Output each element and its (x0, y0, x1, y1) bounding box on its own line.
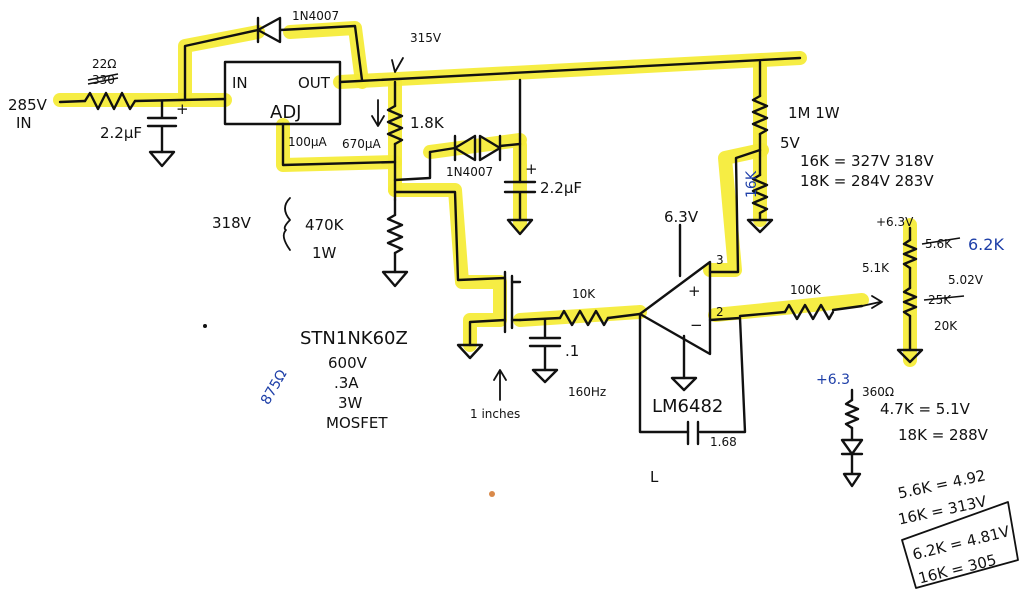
filter-resistor-10k (558, 309, 610, 327)
res-calc-1: 16K = 327V 318V (800, 152, 934, 170)
mosfet-spec-power: 3W (338, 394, 363, 412)
ref-r2-old-label: 25K (928, 293, 952, 307)
inches-note: 1 inches (470, 407, 520, 421)
svg-text:+: + (525, 160, 538, 178)
bottom-resistor (751, 173, 769, 215)
protect-diode-label: 1N4007 (446, 165, 493, 179)
ref-supply-label: +6.3V (876, 215, 914, 229)
zener-calc-2: 18K = 288V (898, 426, 989, 444)
bypass-diode-label: 1N4007 (292, 9, 339, 23)
zener-calc-1: 4.7K = 5.1V (880, 400, 971, 418)
protect-diode (453, 134, 477, 162)
filter-freq-label: 160Hz (568, 385, 606, 399)
top-divider: 1M 1W 5V 16K 16K = 327V 318V 18K = 284V … (744, 60, 934, 234)
opamp: + − 3 2 6.3V 1.68 LM6482 L (638, 148, 762, 486)
input-cap (146, 99, 178, 154)
current-arrow-label: 670µA (342, 137, 382, 151)
input-resistor-strike (87, 73, 119, 81)
input-section: 285V IN 22Ω 330 + 2.2µF (8, 57, 227, 168)
regulator-name: ADJ (270, 102, 301, 123)
inches-arrow (493, 369, 507, 401)
ref-resistor-label: 100K (790, 283, 822, 297)
output-cap (503, 180, 537, 222)
opamp-pin3: 3 (716, 253, 724, 267)
divider-power-label: 1W (312, 244, 337, 262)
feedback-cap-label: 1.68 (710, 435, 737, 449)
regulator-out-label: OUT (298, 74, 331, 92)
input-voltage-label: 285V (8, 96, 48, 114)
filter-cap-label: .1 (565, 342, 579, 360)
mosfet: STN1NK60Z 600V .3A 3W MOSFET 875Ω 1 inch… (258, 190, 522, 432)
mosfet-spec-current: .3A (334, 374, 359, 392)
opamp-minus: − (690, 316, 703, 334)
five-volt-label: 5V (780, 134, 801, 152)
protect-diode-2 (478, 134, 502, 162)
divider-voltage-label: 318V (212, 214, 252, 232)
opamp-triangle (638, 260, 712, 356)
input-resistor-label: 22Ω (92, 57, 116, 71)
regulator: IN OUT ADJ 100µA 315V (223, 31, 442, 167)
bypass-diode-group: 1N4007 (183, 9, 364, 102)
current-arrow (371, 99, 385, 127)
stray-orange-dot (489, 491, 495, 497)
reference-divider: 100K +6.3V 5.6K 6.2K 5.1K 5.02V 25K 20K (738, 215, 1004, 364)
ref-pot (902, 286, 918, 318)
mosfet-spec-type: MOSFET (326, 414, 388, 432)
zener-reference: +6.3 360Ω 4.7K = 5.1V 18K = 288V (816, 372, 989, 488)
ref-resistor-r1 (902, 238, 918, 270)
input-cap-ground (148, 150, 176, 168)
set-resistor-label: 1.8K (410, 114, 445, 132)
ref-mid-voltage: 5.02V (948, 273, 984, 287)
notes-border (901, 501, 1019, 589)
top-rail (338, 56, 802, 84)
output-voltage-label: 315V (410, 31, 442, 45)
mosfet-body (503, 270, 514, 334)
filter-resistor-label: 10K (572, 287, 596, 301)
stray-dot (203, 324, 207, 328)
blue-note: 875Ω (258, 367, 291, 408)
regulator-in-label: IN (232, 74, 248, 92)
res-calc-2: 18K = 284V 283V (800, 172, 934, 190)
ref-resistor-100k (783, 303, 835, 321)
top-resistor-label: 1M 1W (788, 104, 840, 122)
ref-r1-new-label: 6.2K (968, 235, 1004, 254)
mosfet-spec-voltage: 600V (328, 354, 368, 372)
bottom-resistor-blue-label: 16K (744, 170, 760, 198)
protect-diode-group: 1N4007 + 2.2µF (393, 78, 582, 236)
feedback-cap (686, 420, 700, 446)
zener-resistor-label: 360Ω (862, 385, 894, 399)
top-resistor-1m (751, 94, 769, 136)
supply-63-label: 6.3V (664, 208, 699, 226)
notes-box: 5.6K = 4.92 16K = 313V 6.2K = 4.81V 16K … (896, 466, 1019, 589)
divider-resistor-470k (386, 213, 404, 255)
opamp-pin2: 2 (716, 305, 724, 319)
input-wire (58, 99, 87, 104)
highlight-layer (53, 21, 917, 367)
input-resistor-22ohm (83, 91, 137, 111)
divider-resistor-label: 470K (305, 216, 345, 234)
zener-resistor (844, 398, 860, 430)
small-l: L (650, 468, 659, 486)
set-resistor-group: 1.8K 670µA (342, 80, 445, 202)
input-cap-label: 2.2µF (100, 124, 142, 142)
box-note-3: 6.2K = 4.81V (911, 522, 1013, 564)
zener-supply-label: +6.3 (816, 372, 850, 388)
zener-diode (840, 438, 864, 456)
input-in-label: IN (16, 114, 32, 132)
set-resistor-1k8 (386, 104, 404, 146)
opamp-name: LM6482 (652, 396, 723, 417)
mosfet-name: STN1NK60Z (300, 328, 408, 349)
ref-r2-label: 20K (934, 319, 958, 333)
gate-filter: 10K .1 160Hz (518, 287, 642, 399)
svg-text:+: + (176, 100, 189, 118)
divider-group: 318V 470K 1W (212, 197, 409, 288)
regulator-current-label: 100µA (288, 135, 328, 149)
ref-mid-label: 5.1K (862, 261, 890, 275)
opamp-plus: + (688, 282, 701, 300)
output-cap-label: 2.2µF (540, 179, 582, 197)
